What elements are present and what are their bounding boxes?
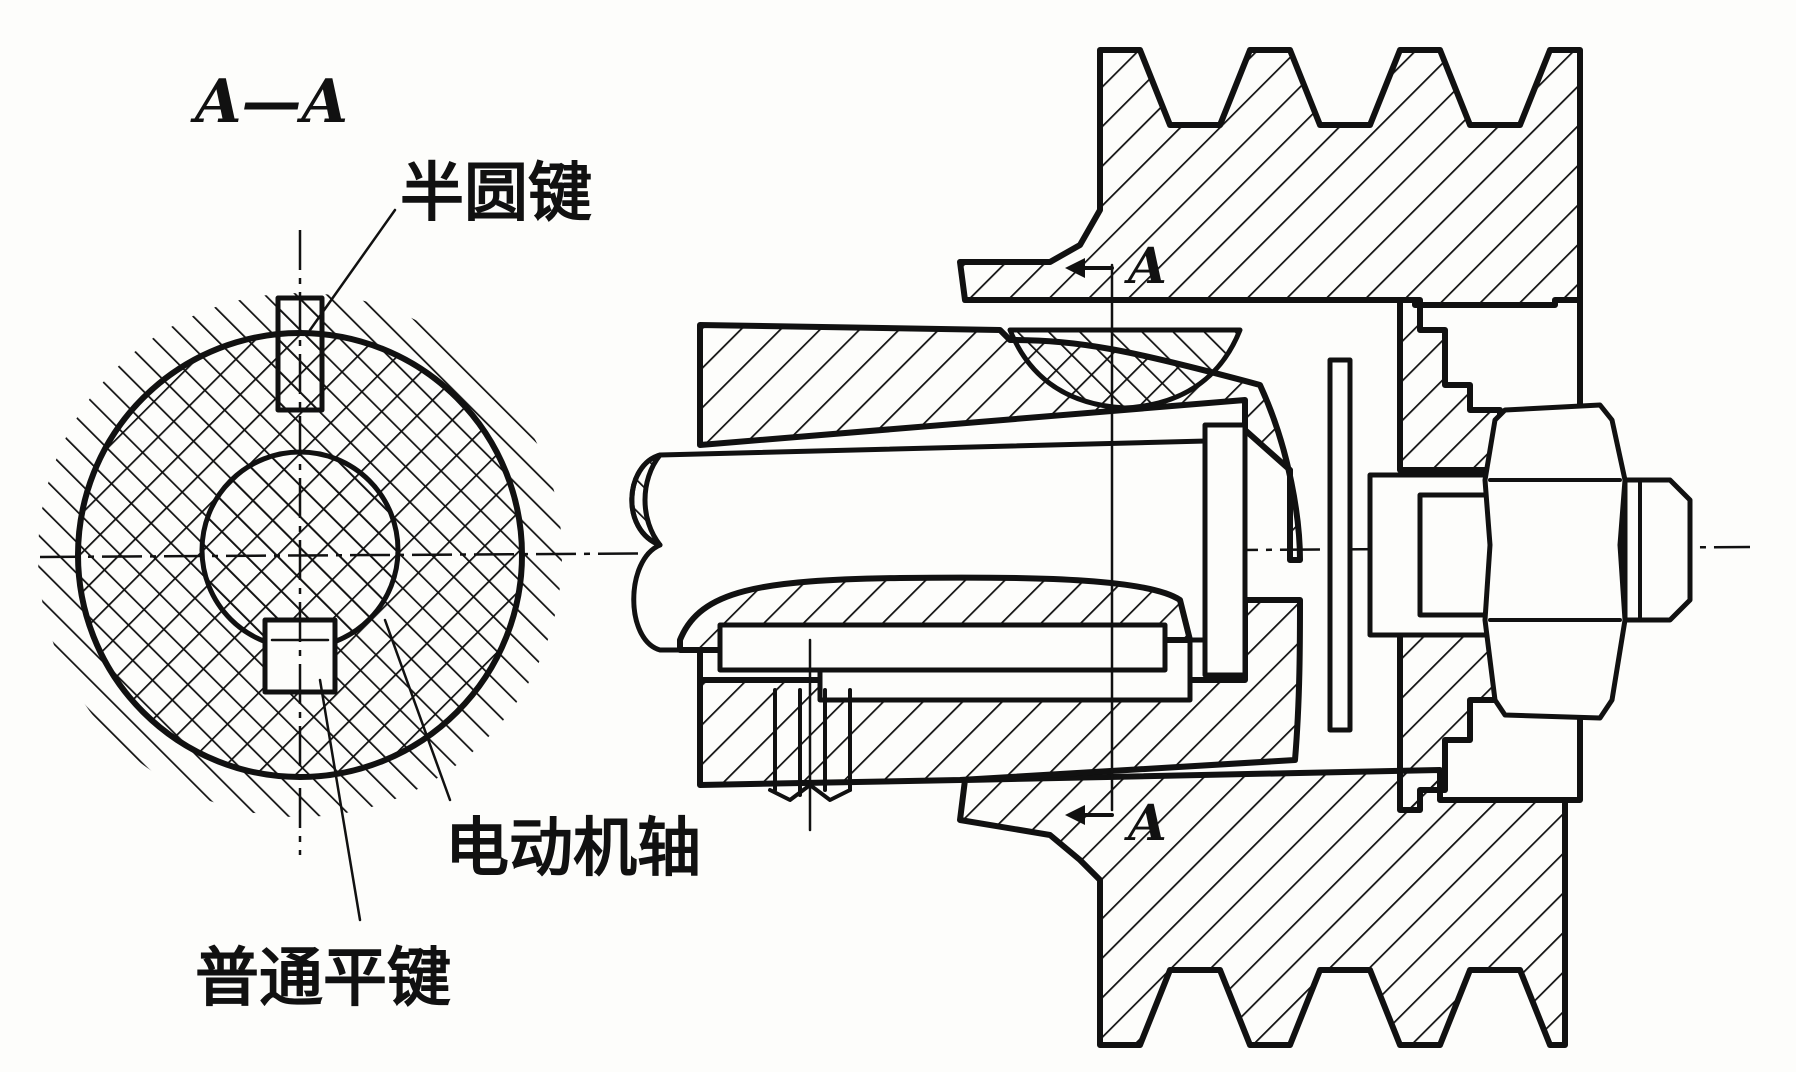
assembly-view [629,47,1693,1048]
stud-end [1622,477,1693,623]
woodruff-key-label: 半圆键 [400,157,592,231]
shaft-break-end [629,452,663,548]
pulley-upper [957,47,1583,308]
section-label: A—A [190,67,348,137]
hex-nut [1482,402,1628,721]
section-marker-top: A [1124,236,1167,295]
pulley-lower [957,767,1568,1048]
washer-thin [1327,357,1353,733]
flat-key [717,622,1168,673]
woodruff-key [1007,327,1243,411]
leader-flat-key [318,678,362,922]
section-view [38,208,1751,922]
retainer-upper [1397,297,1503,473]
motor-shaft-label: 电动机轴 [445,812,701,886]
flat-key-label: 普通平键 [195,942,451,1016]
spacer-plate [1202,422,1248,678]
leader-motor-shaft [383,618,452,802]
leader-woodruff-key [308,208,397,332]
retainer-lower [1397,627,1503,813]
section-marker-bottom: A [1124,793,1167,852]
hex-nut-edges [1488,478,1622,622]
set-screw [773,688,852,797]
